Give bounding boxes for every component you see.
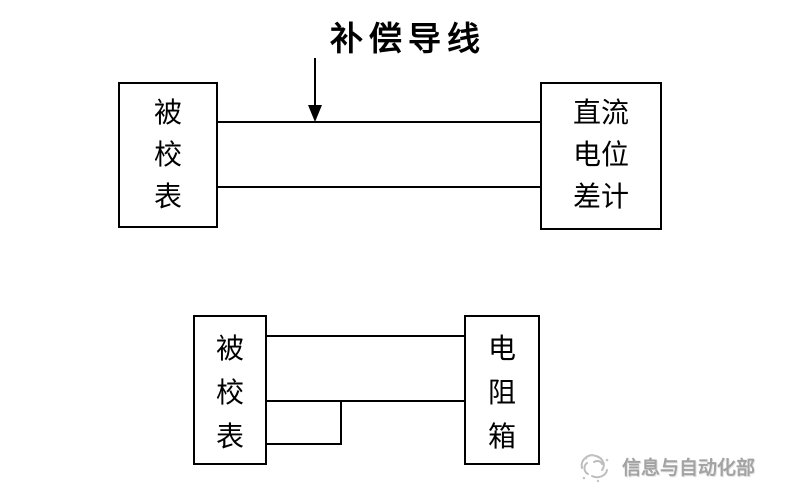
watermark: 信息与自动化部 xyxy=(576,448,755,484)
notch-wire-vertical xyxy=(340,400,342,445)
compensation-wire-label: 补偿导线 xyxy=(330,19,486,58)
bottom-wire-top xyxy=(267,335,464,337)
box-text-line: 被 xyxy=(153,96,182,129)
box-text-line: 校 xyxy=(215,376,244,409)
box-text-line: 箱 xyxy=(487,420,516,453)
meter-under-test-box-top: 被 校 表 xyxy=(118,82,218,228)
box-text-line: 阻 xyxy=(487,376,516,409)
box-text-line: 直流 xyxy=(572,96,629,129)
box-text-line: 电位 xyxy=(572,138,629,171)
department-swirl-logo-icon xyxy=(576,448,614,484)
down-arrow-icon xyxy=(314,58,316,108)
notch-wire-horizontal xyxy=(267,443,342,445)
meter-under-test-box-bottom: 被 校 表 xyxy=(193,315,267,465)
box-text-line: 表 xyxy=(153,180,182,213)
compensation-wire-bottom xyxy=(218,186,540,188)
box-text-line: 电 xyxy=(487,332,516,365)
box-text-line: 表 xyxy=(215,420,244,453)
compensation-wire-top xyxy=(218,121,540,123)
bottom-wire-middle xyxy=(267,400,464,402)
box-text-line: 差计 xyxy=(572,180,629,213)
watermark-text: 信息与自动化部 xyxy=(622,456,756,479)
box-text-line: 校 xyxy=(153,138,182,171)
down-arrow-head-icon xyxy=(308,105,322,122)
resistance-box: 电 阻 箱 xyxy=(464,315,540,465)
box-text-line: 被 xyxy=(215,332,244,365)
dc-potentiometer-box: 直流 电位 差计 xyxy=(540,82,662,230)
